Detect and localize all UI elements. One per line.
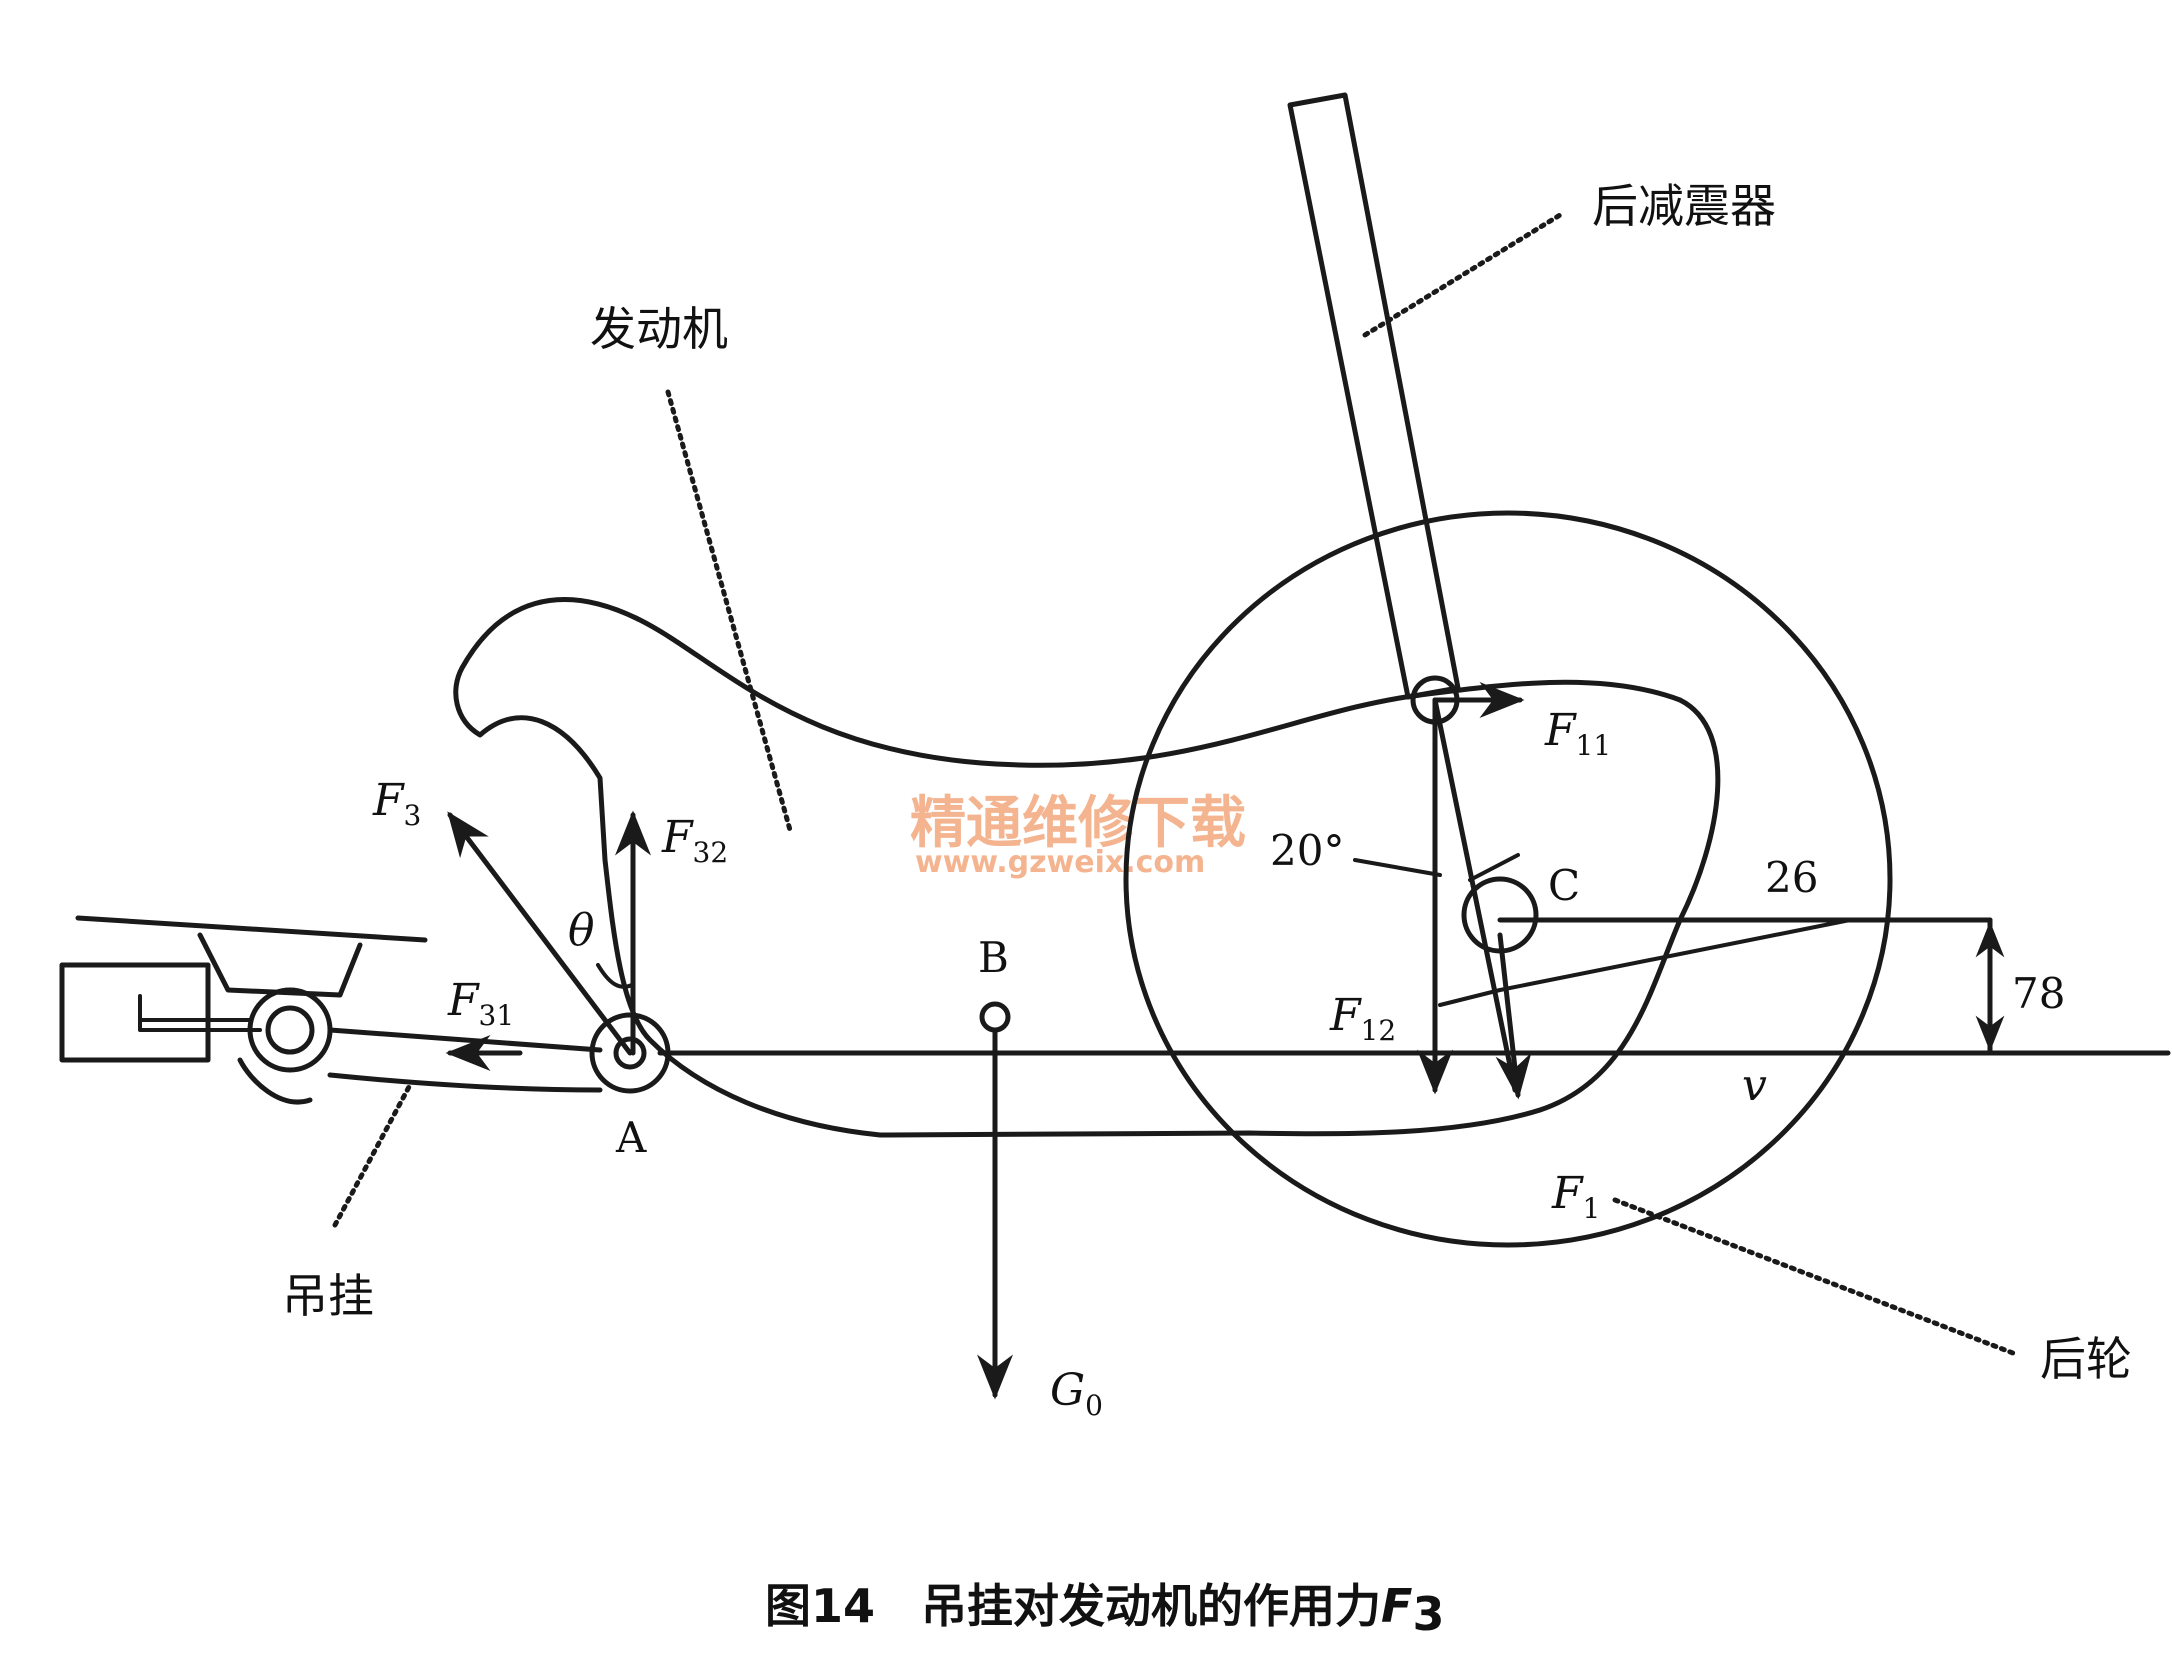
hanger-assembly (59, 915, 671, 1105)
leader-rear-wheel (1612, 1197, 2021, 1358)
shock-body (1287, 92, 1461, 700)
label-g0: G0 (1050, 1365, 1103, 1422)
hanger-top-line (75, 915, 428, 943)
hanger-arm (327, 1027, 603, 1093)
angle-tick-20 (1468, 853, 1520, 882)
leader-rear-shock (1362, 212, 1563, 338)
engine-body-outline (453, 597, 1721, 1138)
caption-text: 图14 吊挂对发动机的作用力 (765, 1579, 1381, 1633)
hanger-lower-curve (237, 1057, 313, 1105)
label-point-b: B (978, 933, 1009, 982)
shock-force-axis (1432, 697, 1518, 1093)
watermark-text: 精通维修下载 (910, 791, 1246, 856)
label-theta: θ (568, 905, 595, 956)
leader-hanger (332, 1082, 413, 1228)
label-rear-shock: 后减震器 (1592, 179, 1776, 233)
linkage-line (1498, 918, 1852, 992)
dimension-angle-20: 20° (1270, 826, 1344, 875)
figure-caption: 图14 吊挂对发动机的作用力F3 (765, 1579, 1444, 1641)
linkage-c (1438, 876, 1993, 1056)
point-a-pivot (589, 1012, 671, 1094)
watermark: 精通维修下载 www.gzweix.com (910, 791, 1246, 880)
point-a-pin (613, 1036, 647, 1070)
label-velocity: v (1742, 1060, 1767, 1111)
theta-arc (596, 963, 634, 989)
caption-sub: 3 (1412, 1587, 1444, 1641)
dimension-26: 26 (1765, 853, 1818, 902)
label-point-c: C (1548, 861, 1580, 910)
watermark-url: www.gzweix.com (915, 845, 1205, 880)
rear-shock-absorber (1287, 92, 1461, 725)
rear-wheel-outline (1123, 510, 1893, 1248)
hanger-cradle (197, 932, 363, 998)
angle-leader-20 (1353, 858, 1442, 877)
label-hanger: 吊挂 (282, 1269, 374, 1323)
label-f12: F12 (1329, 990, 1396, 1047)
dimension-78: 78 (2012, 969, 2065, 1018)
label-rear-wheel: 后轮 (2040, 1332, 2132, 1386)
label-f32: F32 (661, 812, 728, 869)
linkage-short-line (1438, 988, 1502, 1007)
caption-symbol: F (1381, 1579, 1412, 1633)
arrow-f3 (447, 811, 633, 1056)
leader-engine (665, 389, 793, 833)
hanger-bracket-box (59, 962, 211, 1063)
label-point-a: A (615, 1113, 647, 1162)
label-f11: F11 (1544, 705, 1611, 762)
point-b-marker (979, 1001, 1011, 1033)
label-f3: F3 (372, 775, 421, 832)
label-engine: 发动机 (590, 302, 728, 356)
hanger-slot (138, 994, 262, 1032)
label-f1: F1 (1551, 1168, 1600, 1225)
label-f31: F31 (447, 975, 514, 1032)
hanger-pivot-inner (265, 1005, 315, 1055)
arrow-f1 (1495, 932, 1532, 1100)
